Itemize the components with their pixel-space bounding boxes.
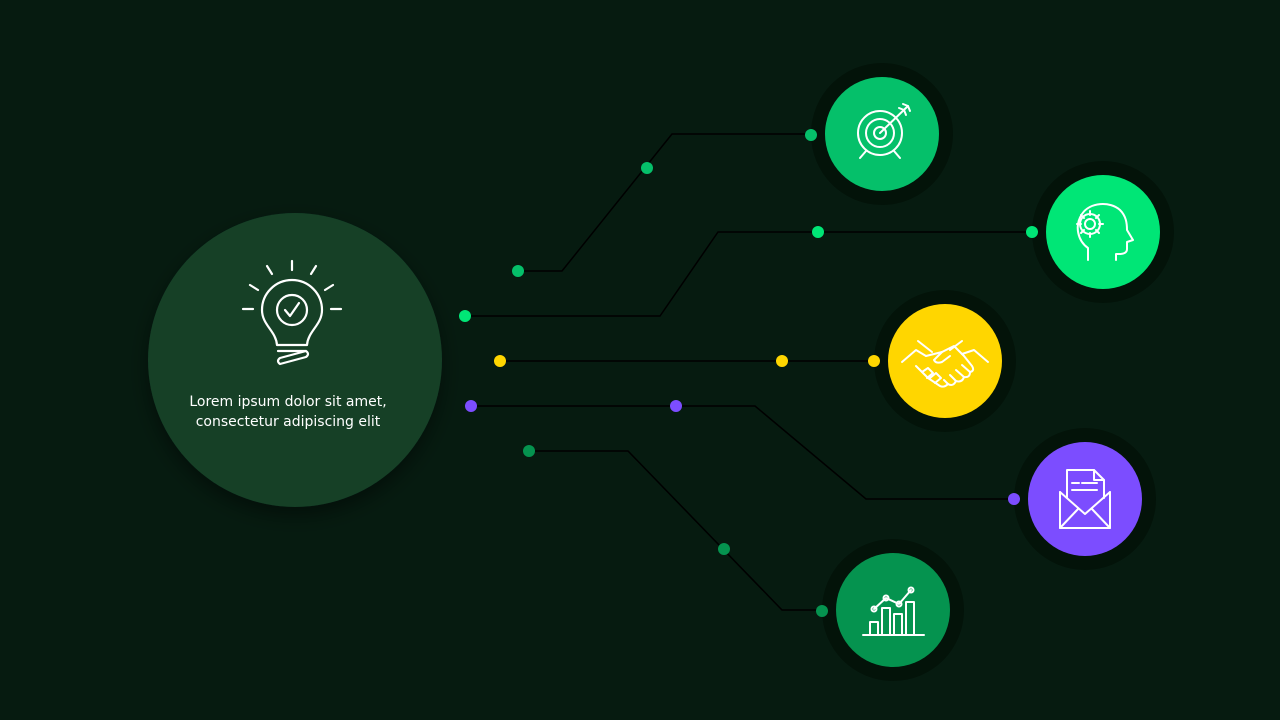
dot <box>1008 493 1020 505</box>
mail-document-icon <box>1059 469 1111 529</box>
dot <box>718 543 730 555</box>
node-partnership[interactable] <box>874 290 1016 432</box>
node-mind-circle <box>1046 175 1160 289</box>
dot <box>812 226 824 238</box>
node-partnership-circle <box>888 304 1002 418</box>
node-mail-circle <box>1028 442 1142 556</box>
dot <box>1026 226 1038 238</box>
hub <box>148 213 442 507</box>
dot <box>523 445 535 457</box>
node-growth-circle <box>836 553 950 667</box>
connector-target <box>518 133 812 272</box>
dot <box>868 355 880 367</box>
dot <box>816 605 828 617</box>
dot <box>670 400 682 412</box>
lightbulb-check-icon <box>241 259 343 366</box>
connector-growth <box>529 450 822 611</box>
connector-dots <box>459 129 1038 617</box>
dot <box>459 310 471 322</box>
node-target[interactable] <box>811 63 953 205</box>
head-gear-icon <box>1076 203 1134 261</box>
target-icon <box>857 103 911 159</box>
dot <box>494 355 506 367</box>
bar-chart-growth-icon <box>862 586 925 636</box>
dot <box>512 265 524 277</box>
node-target-circle <box>825 77 939 191</box>
dot <box>465 400 477 412</box>
node-growth[interactable] <box>822 539 964 681</box>
handshake-icon <box>901 340 989 388</box>
connector-mind <box>465 231 1032 317</box>
dot <box>805 129 817 141</box>
node-mail[interactable] <box>1014 428 1156 570</box>
hub-caption: Lorem ipsum dolor sit amet, consectetur … <box>189 394 387 430</box>
connector-mail <box>471 405 1014 500</box>
node-mind[interactable] <box>1032 161 1174 303</box>
dot <box>641 162 653 174</box>
dot <box>776 355 788 367</box>
